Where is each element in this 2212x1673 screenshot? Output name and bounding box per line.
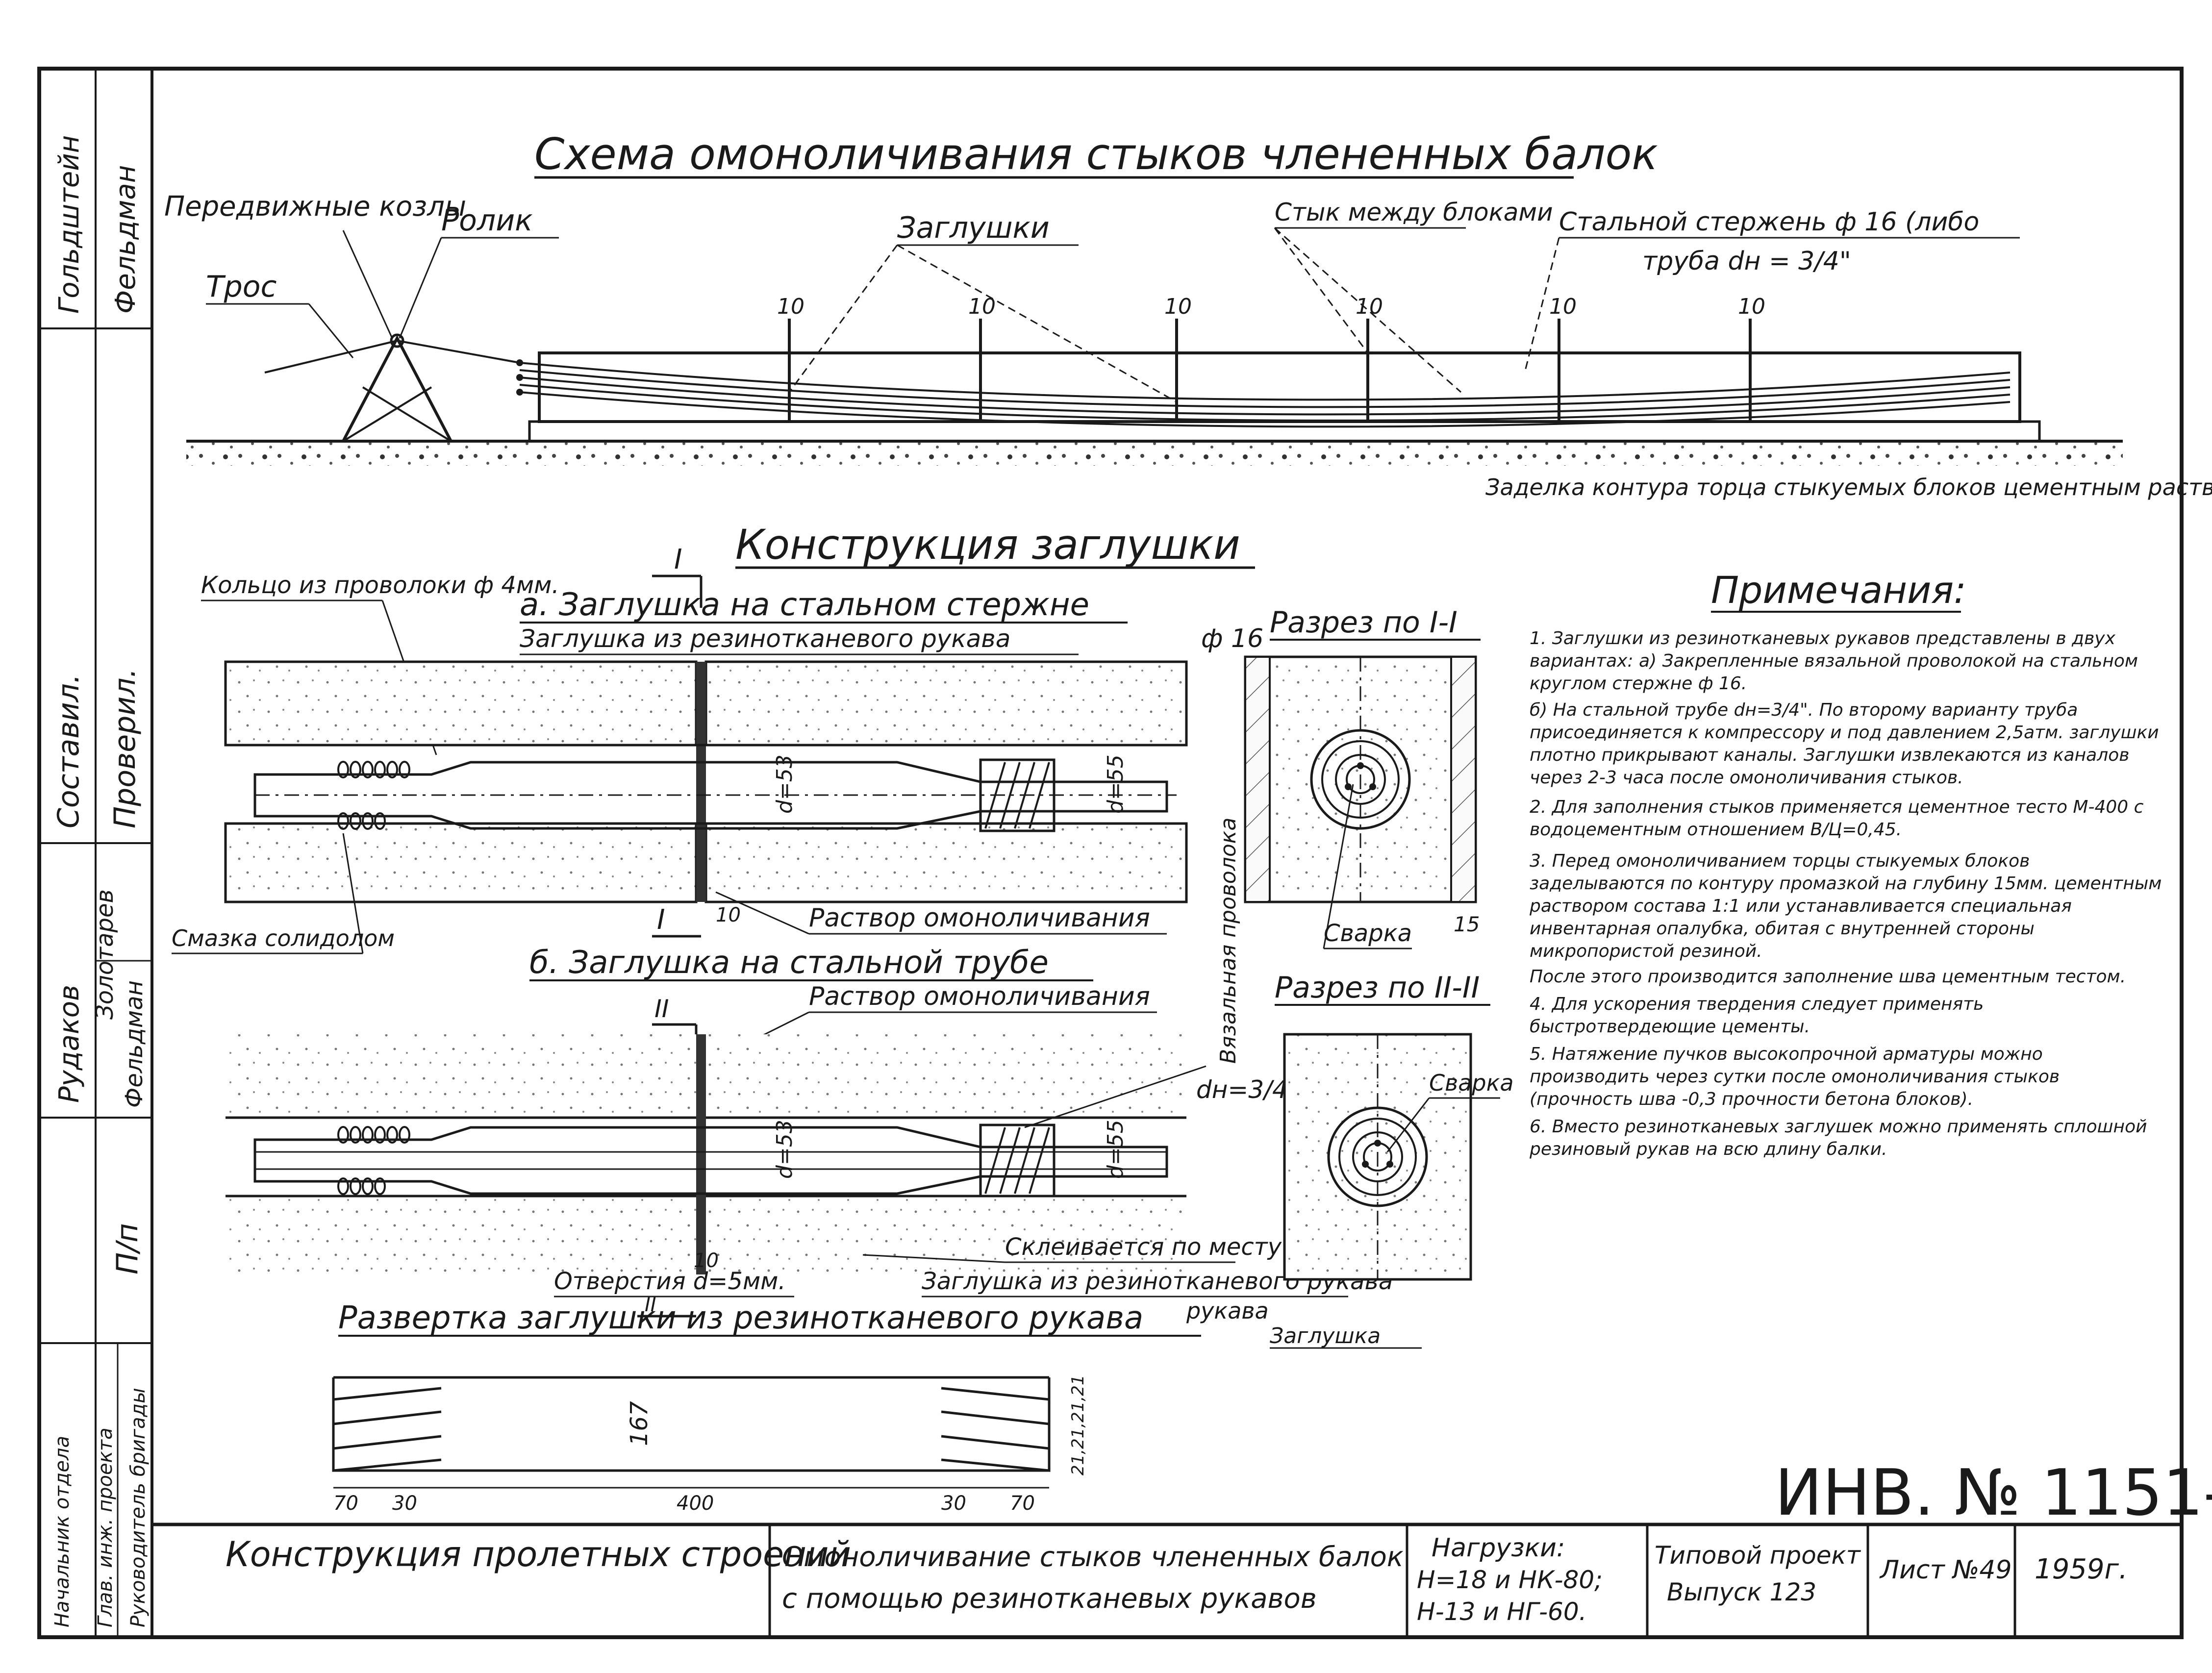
variant-b-title: б. Заглушка на стальной трубе	[529, 945, 1049, 981]
tb-loads-2: Н-13 и НГ-60.	[1417, 1598, 1587, 1626]
tb-sheet-no: Лист №49	[1879, 1555, 2012, 1585]
section-mark-ii-top: II	[654, 995, 669, 1023]
stamp-role-composed: Составил.	[51, 674, 86, 828]
variant-a-title: а. Заглушка на стальном стержне	[520, 587, 1089, 623]
variant-a-d-outer: d=55	[1103, 754, 1128, 814]
tb-structure: Конструкция пролетных строений	[226, 1534, 851, 1574]
dev-width-5: 70	[1010, 1492, 1035, 1515]
stamp-role-chief: Глав. инж. проекта	[94, 1427, 117, 1627]
notes-list: 1. Заглушки из резинотканевых рукавов пр…	[1530, 627, 2167, 1161]
section-i-title: Разрез по I-I	[1270, 605, 1458, 640]
stamp-role-checked: Проверил.	[108, 668, 142, 828]
section-i-dim: 15	[1454, 912, 1480, 936]
dim-mark-4: 10	[1356, 294, 1383, 319]
variant-b-drawing: б. Заглушка на стальной трубе Раствор ом…	[226, 818, 1401, 1318]
stamp-name-rudakov: Рудаков	[53, 985, 85, 1103]
stamp-name-goldshtein: Гольдштейн	[53, 135, 85, 314]
tb-year: 1959г.	[2035, 1553, 2128, 1585]
note-1b: б) На стальной трубе dн=3/4". По второму…	[1530, 700, 2159, 788]
dim-mark-3: 10	[1164, 294, 1192, 319]
label-roller: Ролик	[441, 203, 532, 238]
note-5: 5. Натяжение пучков высокопрочной армату…	[1530, 1044, 2060, 1109]
section-ii-ii: Разрез по II-II Сварка	[1275, 971, 1514, 1281]
stamp-name-feldman-2: Фельдман	[121, 980, 148, 1108]
beam-base	[528, 420, 2041, 443]
development-title: Развертка заглушки из резинотканевого ру…	[338, 1300, 1143, 1336]
tb-description-2: с помощью резинотканевых рукавов	[782, 1583, 1317, 1615]
tb-project-1: Типовой проект	[1655, 1541, 1861, 1570]
section-i-i: Разрез по I-I Сварка 15	[1244, 605, 1481, 949]
sealing-note: Заделка контура торца стыкуемых блоков ц…	[1485, 474, 2212, 500]
wire-ring-label: Кольцо из проволоки ф 4мм.	[201, 572, 559, 599]
section-mark-i-bottom: I	[657, 904, 665, 936]
note-6: 6. Вместо резинотканевых заглушек можно …	[1530, 1117, 2147, 1159]
label-movable-trestles: Передвижные козлы	[164, 191, 466, 223]
plug-development: Развертка заглушки из резинотканевого ру…	[332, 1298, 1422, 1515]
variant-b-pipe-dim: dн=3/4"	[1196, 1075, 1299, 1104]
note-3b: После этого производится заполнение шва …	[1530, 967, 2126, 987]
tb-loads-1: Н=18 и НК-80;	[1417, 1566, 1603, 1594]
variant-a-d-inner: d=53	[772, 754, 797, 814]
variant-a-gap: 10	[716, 904, 741, 926]
cable	[264, 340, 398, 374]
plug-construction-title: Конструкция заглушки	[735, 521, 1240, 569]
tb-description-1: Омоноличивание стыков члененных балок	[782, 1541, 1404, 1573]
note-1: 1. Заглушки из резинотканевых рукавов пр…	[1530, 628, 2138, 694]
section-mark-i-top: I	[674, 544, 682, 575]
dim-mark-5: 10	[1549, 294, 1577, 319]
hole-label: Отверстия d=5мм.	[554, 1268, 786, 1295]
section-ii-title: Разрез по II-II	[1275, 971, 1480, 1005]
binding-wire-label: Вязальная проволока	[1216, 818, 1241, 1064]
stamp-name-feldman-1: Фельдман	[110, 165, 142, 314]
main-title: Схема омоноличивания стыков члененных ба…	[534, 129, 1658, 179]
variant-b-mortar: Раствор омоноличивания	[809, 982, 1150, 1011]
label-joint-between-blocks: Стык между блоками	[1275, 198, 1553, 226]
development-height-dim: 167	[626, 1401, 653, 1446]
dev-width-2: 30	[392, 1492, 417, 1515]
section-i-weld: Сварка	[1324, 920, 1412, 947]
grease-label: Смазка солидолом	[172, 925, 395, 951]
variant-a-subtitle: Заглушка из резинотканевого рукава	[520, 624, 1010, 653]
notes-title: Примечания:	[1711, 568, 1966, 612]
side-stamp: Гольдштейн Фельдман Составил. Проверил. …	[39, 69, 152, 1637]
section-ii-weld: Сварка	[1429, 1070, 1514, 1096]
note-2: 2. Для заполнения стыков применяется цем…	[1530, 797, 2144, 840]
dev-width-1: 70	[333, 1492, 358, 1515]
development-plug-label: Заглушка	[1270, 1323, 1381, 1348]
tb-project-2: Выпуск 123	[1667, 1578, 1816, 1606]
dev-width-3: 400	[677, 1492, 714, 1515]
joint-scheme: 10 10 10 10 10 10 Передвижные козлы Роли…	[164, 191, 2123, 466]
dim-mark-6: 10	[1738, 294, 1765, 319]
title-block: Конструкция пролетных строений Омоноличи…	[152, 1523, 2182, 1637]
development-side-dims: 21,21,21,21	[1068, 1375, 1088, 1475]
tb-loads-title: Нагрузки:	[1432, 1533, 1565, 1563]
dev-width-4: 30	[941, 1492, 966, 1515]
variant-b-d-inner: d=53	[772, 1120, 797, 1179]
sheet-frame	[37, 67, 2184, 1639]
dim-mark-1: 10	[777, 294, 804, 319]
stamp-name-zolotarev: Золотарев	[91, 889, 119, 1020]
variant-a-mortar: Раствор омоноличивания	[809, 903, 1150, 933]
label-cable: Трос	[206, 270, 276, 304]
note-4: 4. Для ускорения твердения следует приме…	[1530, 994, 1984, 1037]
plug-from-label-cont: рукава	[1186, 1298, 1269, 1324]
variant-a-drawing: а. Заглушка на стальном стержне Заглушка…	[172, 572, 1263, 954]
stamp-role-brigade: Руководитель бригады	[127, 1388, 150, 1627]
stamp-role-head: Начальник отдела	[51, 1436, 74, 1627]
rod-dim-label: ф 16	[1201, 624, 1263, 653]
section-mark-ii-bottom: II	[645, 1294, 656, 1316]
inventory-stamp: ИНВ. № 1151-63	[1775, 1455, 2212, 1530]
notes: Примечания: 1. Заглушки из резинотканевы…	[1530, 568, 2167, 1161]
variant-b-d-outer: d=55	[1103, 1120, 1128, 1179]
label-pipe-dim: труба dн = 3/4"	[1642, 247, 1851, 276]
movable-trestle	[341, 333, 453, 443]
variant-b-gap: 10	[694, 1249, 719, 1272]
label-steel-rod: Стальной стержень ф 16 (либо	[1559, 207, 1979, 237]
note-3: 3. Перед омоноличиванием торцы стыкуемых…	[1530, 851, 2162, 961]
label-plugs: Заглушки	[897, 211, 1050, 245]
stamp-pp: П/п	[110, 1223, 145, 1274]
ground	[186, 441, 2123, 466]
